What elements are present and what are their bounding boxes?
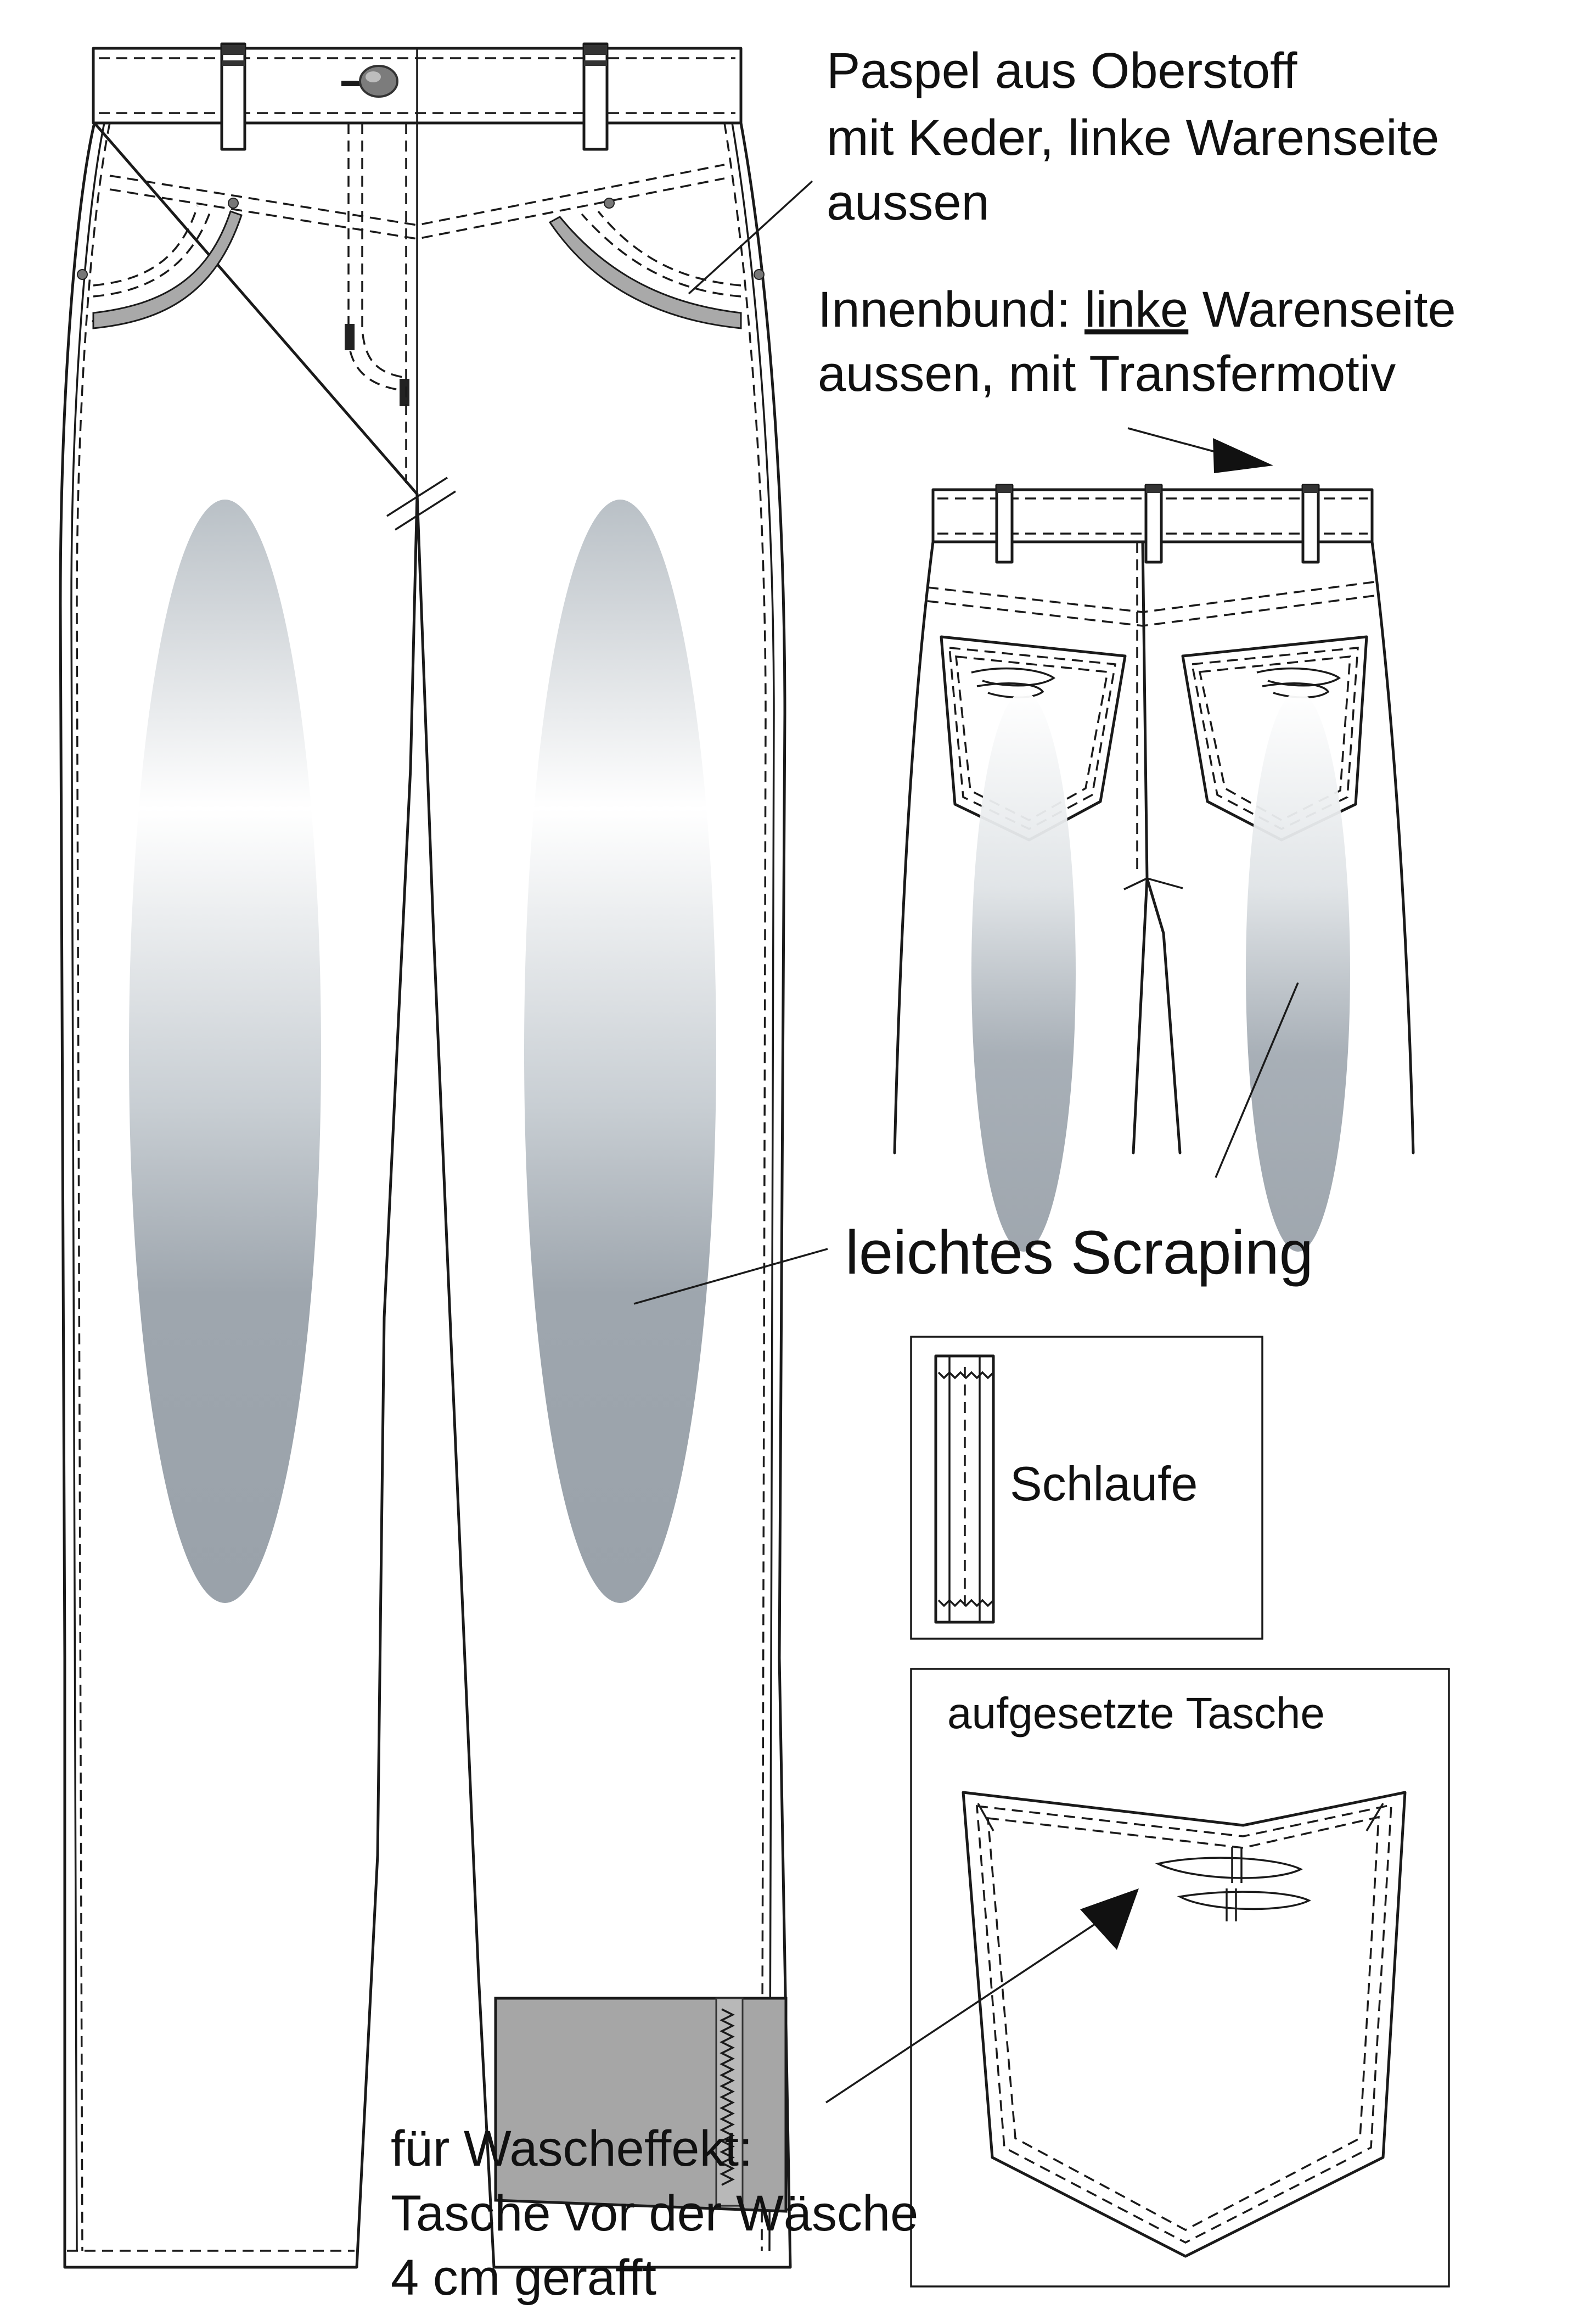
svg-text:4 cm gerafft: 4 cm gerafft	[391, 2250, 656, 2306]
scraping-area-back-right	[1246, 692, 1350, 1252]
pointer-arrow-icon	[1080, 1888, 1139, 1950]
svg-text:aussen: aussen	[827, 175, 990, 231]
front-belt-loop-left	[220, 42, 246, 151]
patch-pocket-detail-box: aufgesetzte Tasche	[910, 1668, 1450, 2288]
paspel-annotation: Paspel aus Oberstoff mit Keder, linke Wa…	[688, 43, 1439, 295]
schlaufe-detail-box: Schlaufe	[910, 1336, 1263, 1640]
svg-text:Tasche vor der Wäsche: Tasche vor der Wäsche	[391, 2185, 918, 2241]
svg-text:leichtes Scraping: leichtes Scraping	[845, 1218, 1313, 1287]
rivet-icon	[604, 198, 615, 209]
underlined-word: linke	[1084, 282, 1188, 338]
wascheffekt-annotation: für Wascheffekt: Tasche vor der Wäsche 4…	[391, 1888, 1139, 2306]
svg-text:Innenbund: linke Warenseite: Innenbund: linke Warenseite	[818, 282, 1456, 338]
rivet-icon	[77, 269, 88, 280]
front-belt-loop-right	[582, 42, 609, 151]
svg-text:für Wascheffekt:: für Wascheffekt:	[391, 2121, 753, 2177]
front-right-leg	[415, 121, 792, 2269]
scraping-annotation: leichtes Scraping	[633, 982, 1313, 1305]
hem-fold	[494, 1997, 788, 2213]
svg-text:aussen, mit Transfermotiv: aussen, mit Transfermotiv	[818, 346, 1396, 402]
scraping-area-back-left	[971, 692, 1076, 1252]
innenbund-annotation: Innenbund: linke Warenseite aussen, mit …	[818, 282, 1456, 473]
jeans-button-icon	[341, 65, 398, 98]
rivet-icon	[228, 198, 239, 209]
back-belt-loop	[1144, 484, 1163, 564]
front-view-jeans	[59, 42, 792, 2269]
back-view-jeans	[893, 484, 1415, 1252]
rivet-icon	[754, 269, 765, 280]
svg-text:Paspel aus Oberstoff: Paspel aus Oberstoff	[827, 43, 1297, 99]
back-belt-loop	[995, 484, 1014, 564]
pointer-arrow-icon	[1213, 438, 1273, 473]
fly-stitching	[345, 123, 456, 531]
paspel-piping-left	[92, 210, 243, 329]
patch-pocket-title: aufgesetzte Tasche	[947, 1689, 1325, 1737]
back-belt-loop	[1301, 484, 1320, 564]
front-left-leg	[59, 121, 419, 2269]
scraping-area-front-left	[129, 500, 321, 1603]
loop-fold-on-hem	[715, 1997, 744, 2207]
schlaufe-label: Schlaufe	[1010, 1456, 1198, 1511]
svg-text:mit Keder, linke Warenseite: mit Keder, linke Warenseite	[827, 110, 1439, 166]
paspel-piping-right	[548, 216, 742, 329]
scraping-area-front-right	[524, 500, 716, 1603]
